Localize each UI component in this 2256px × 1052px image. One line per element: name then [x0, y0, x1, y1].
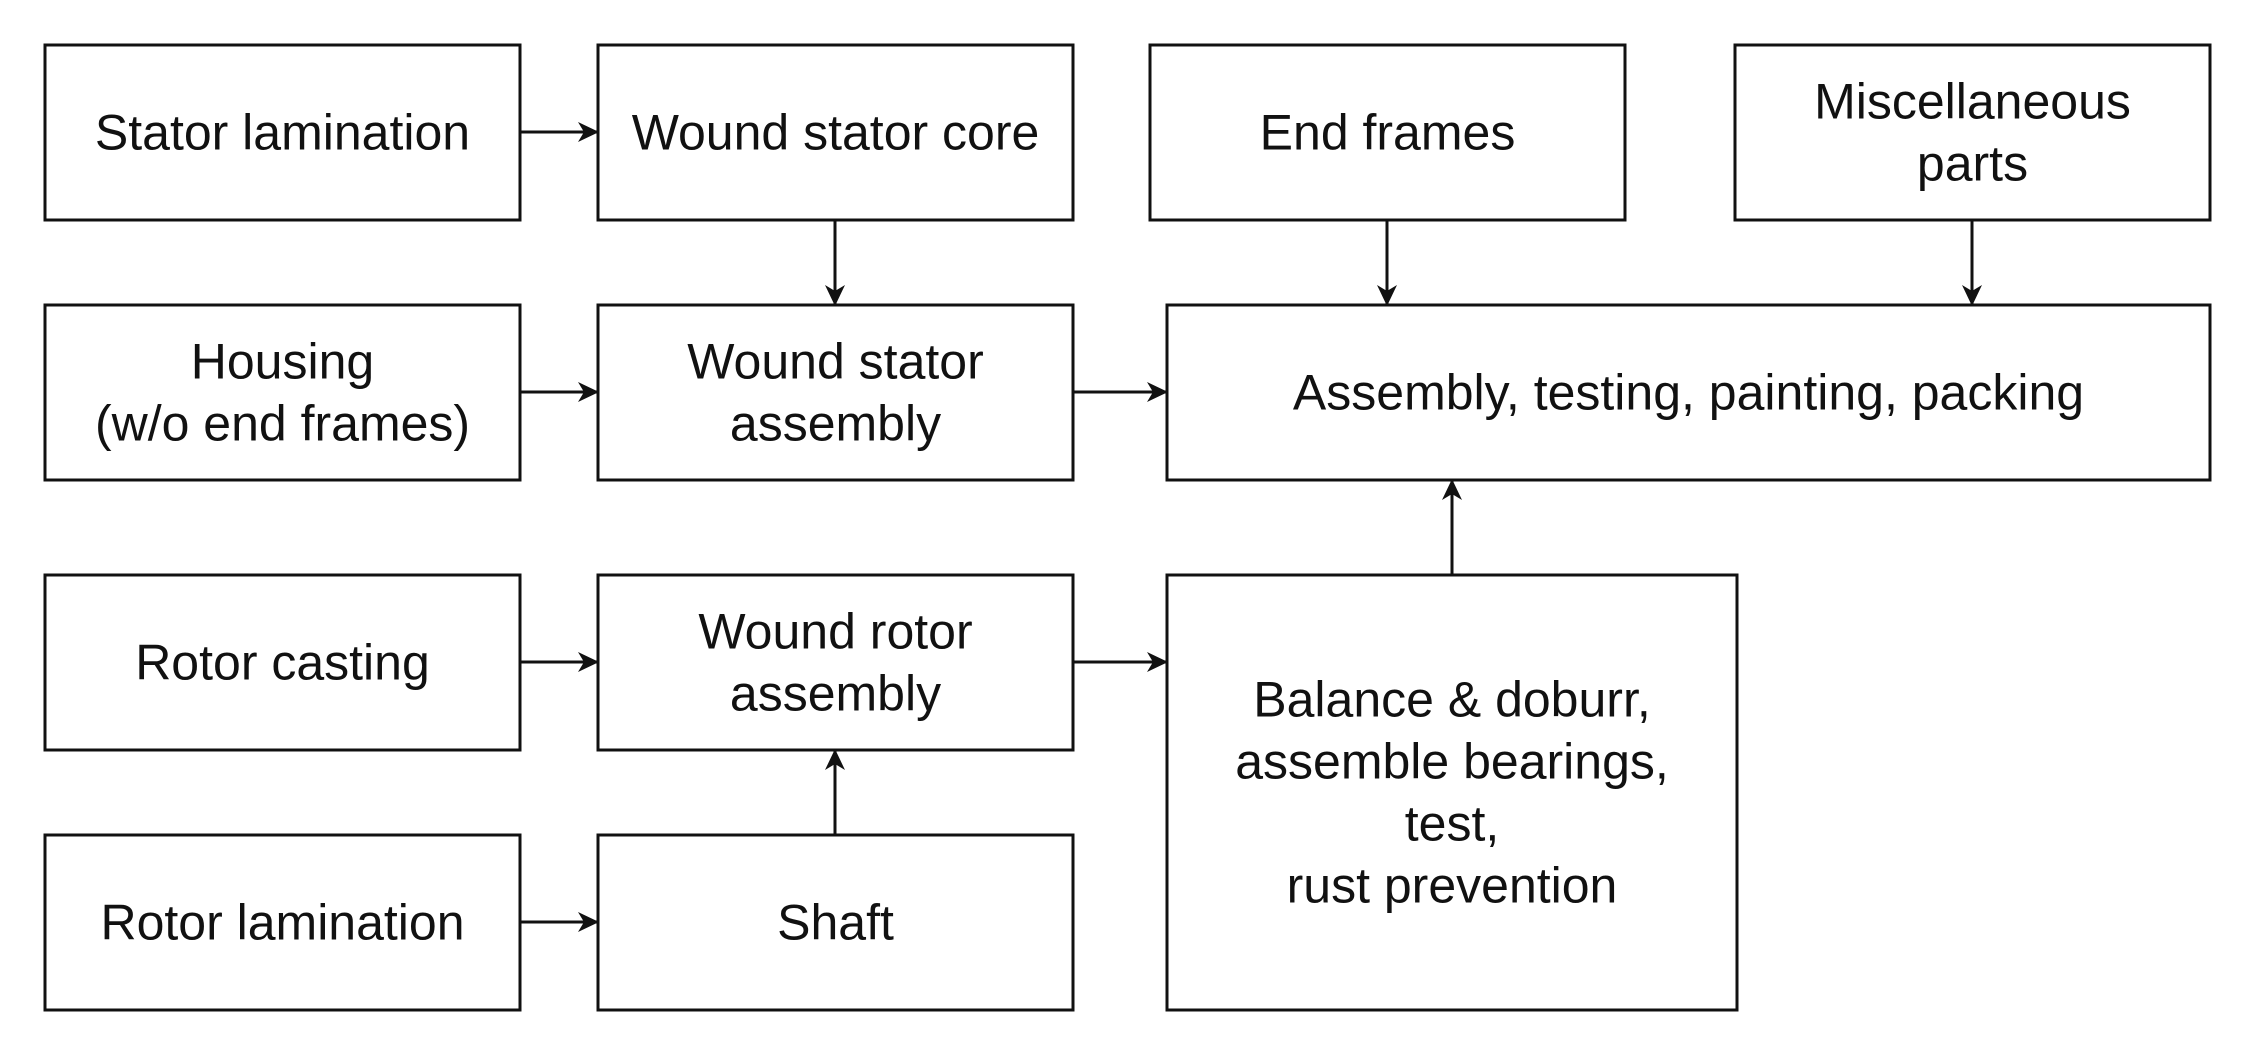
- node-miscellaneous-parts: Miscellaneous parts: [1733, 43, 2212, 222]
- process-boxes: Stator lamination Wound stator core End fr…: [43, 43, 2212, 1012]
- node-label: Wound stator core: [632, 105, 1040, 161]
- node-label-line: End frames: [1260, 105, 1516, 161]
- node-label: Wound stator assembly: [687, 334, 983, 452]
- connectors: [520, 122, 1982, 932]
- node-label: Stator lamination: [95, 105, 470, 161]
- node-box: [596, 43, 1075, 222]
- node-label-line: Balance & doburr,: [1253, 672, 1651, 728]
- node-box: [1165, 303, 2212, 482]
- node-box: [43, 833, 522, 1012]
- node-label: Rotor lamination: [100, 895, 464, 951]
- node-label: Shaft: [777, 895, 894, 951]
- node-end-frames: End frames: [1148, 43, 1627, 222]
- node-label-line: assembly: [730, 396, 941, 452]
- node-label-line: Housing: [191, 334, 374, 390]
- node-label-line: Wound stator core: [632, 105, 1040, 161]
- node-rotor-casting: Rotor casting: [43, 573, 522, 752]
- node-wound-stator-assembly: Wound stator assembly: [596, 303, 1075, 482]
- node-label-line: Rotor lamination: [100, 895, 464, 951]
- node-label: Balance & doburr, assemble bearings, test,…: [1235, 672, 1669, 914]
- node-label-line: test,: [1405, 796, 1499, 852]
- node-label: Rotor casting: [135, 635, 430, 691]
- node-label-line: Wound rotor: [698, 604, 972, 660]
- node-label-line: Shaft: [777, 895, 894, 951]
- node-wound-stator-core: Wound stator core: [596, 43, 1075, 222]
- node-label: Miscellaneous parts: [1814, 74, 2131, 192]
- node-box: [596, 303, 1075, 482]
- node-label-line: (w/o end frames): [95, 396, 470, 452]
- node-rotor-lamination: Rotor lamination: [43, 833, 522, 1012]
- node-label-line: Rotor casting: [135, 635, 430, 691]
- node-label-line: rust prevention: [1287, 858, 1618, 914]
- node-shaft: Shaft: [596, 833, 1075, 1012]
- node-box: [43, 573, 522, 752]
- node-label-line: Stator lamination: [95, 105, 470, 161]
- node-box: [596, 833, 1075, 1012]
- node-label: End frames: [1260, 105, 1516, 161]
- node-assembly-testing: Assembly, testing, painting, packing: [1165, 303, 2212, 482]
- node-box: [1165, 573, 1739, 1012]
- node-wound-rotor-assembly: Wound rotor assembly: [596, 573, 1075, 752]
- node-label-line: assemble bearings,: [1235, 734, 1669, 790]
- node-label-line: Miscellaneous: [1814, 74, 2131, 130]
- node-label: Assembly, testing, painting, packing: [1293, 365, 2084, 421]
- node-stator-lamination: Stator lamination: [43, 43, 522, 222]
- node-label: Housing (w/o end frames): [95, 334, 470, 452]
- node-label-line: parts: [1917, 136, 2028, 192]
- node-box: [1148, 43, 1627, 222]
- node-label: Wound rotor assembly: [698, 604, 972, 722]
- node-balance-deburr: Balance & doburr, assemble bearings, test,…: [1165, 573, 1739, 1012]
- node-housing: Housing (w/o end frames): [43, 303, 522, 482]
- node-box: [596, 573, 1075, 752]
- node-box: [43, 43, 522, 222]
- node-label-line: Wound stator: [687, 334, 983, 390]
- node-label-line: Assembly, testing, painting, packing: [1293, 365, 2084, 421]
- node-box: [43, 303, 522, 482]
- node-label-line: assembly: [730, 666, 941, 722]
- node-box: [1733, 43, 2212, 222]
